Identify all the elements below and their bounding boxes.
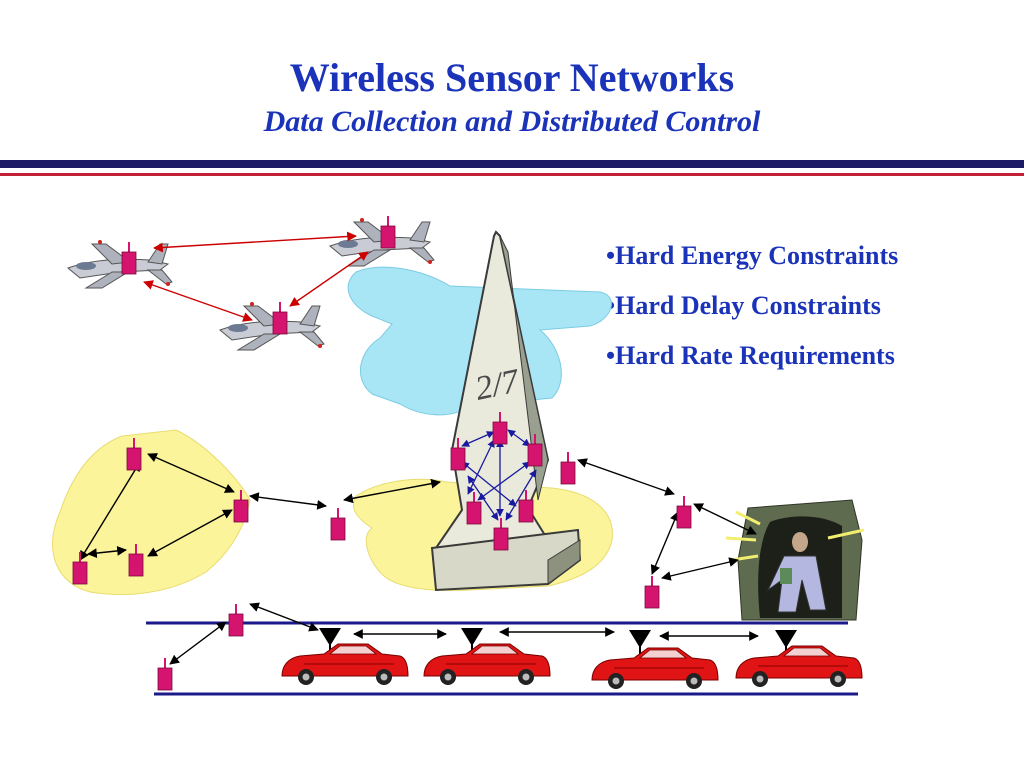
requirements-list: •Hard Energy Constraints •Hard Delay Con…: [606, 236, 898, 386]
sensor-node-icon: [676, 495, 692, 529]
jet-plane-icon: [219, 301, 325, 351]
bullet-rate: •Hard Rate Requirements: [606, 341, 895, 370]
sensor-node-icon: [272, 301, 288, 335]
sensor-node-icon: [380, 215, 396, 249]
sensor-node-icon: [121, 241, 137, 275]
car-icon: [591, 647, 719, 690]
person-in-doorway-icon: [725, 499, 865, 621]
title-rule-navy: [0, 160, 1024, 168]
sensor-node-icon: [560, 451, 576, 485]
sensor-node-icon: [330, 507, 346, 541]
car-icon: [281, 643, 409, 686]
sensor-node-icon: [157, 657, 173, 691]
bullet-delay: •Hard Delay Constraints: [606, 291, 881, 320]
sensor-node-icon: [228, 603, 244, 637]
car-icon: [423, 643, 551, 686]
bullet-energy: •Hard Energy Constraints: [606, 241, 899, 270]
title-rule-red: [0, 173, 1024, 176]
sensor-node-icon: [644, 575, 660, 609]
car-icon: [735, 645, 863, 688]
slide-subtitle: Data Collection and Distributed Control: [263, 105, 761, 138]
obelisk-marking: 2/7: [472, 362, 524, 408]
slide-title: Wireless Sensor Networks: [289, 55, 735, 100]
